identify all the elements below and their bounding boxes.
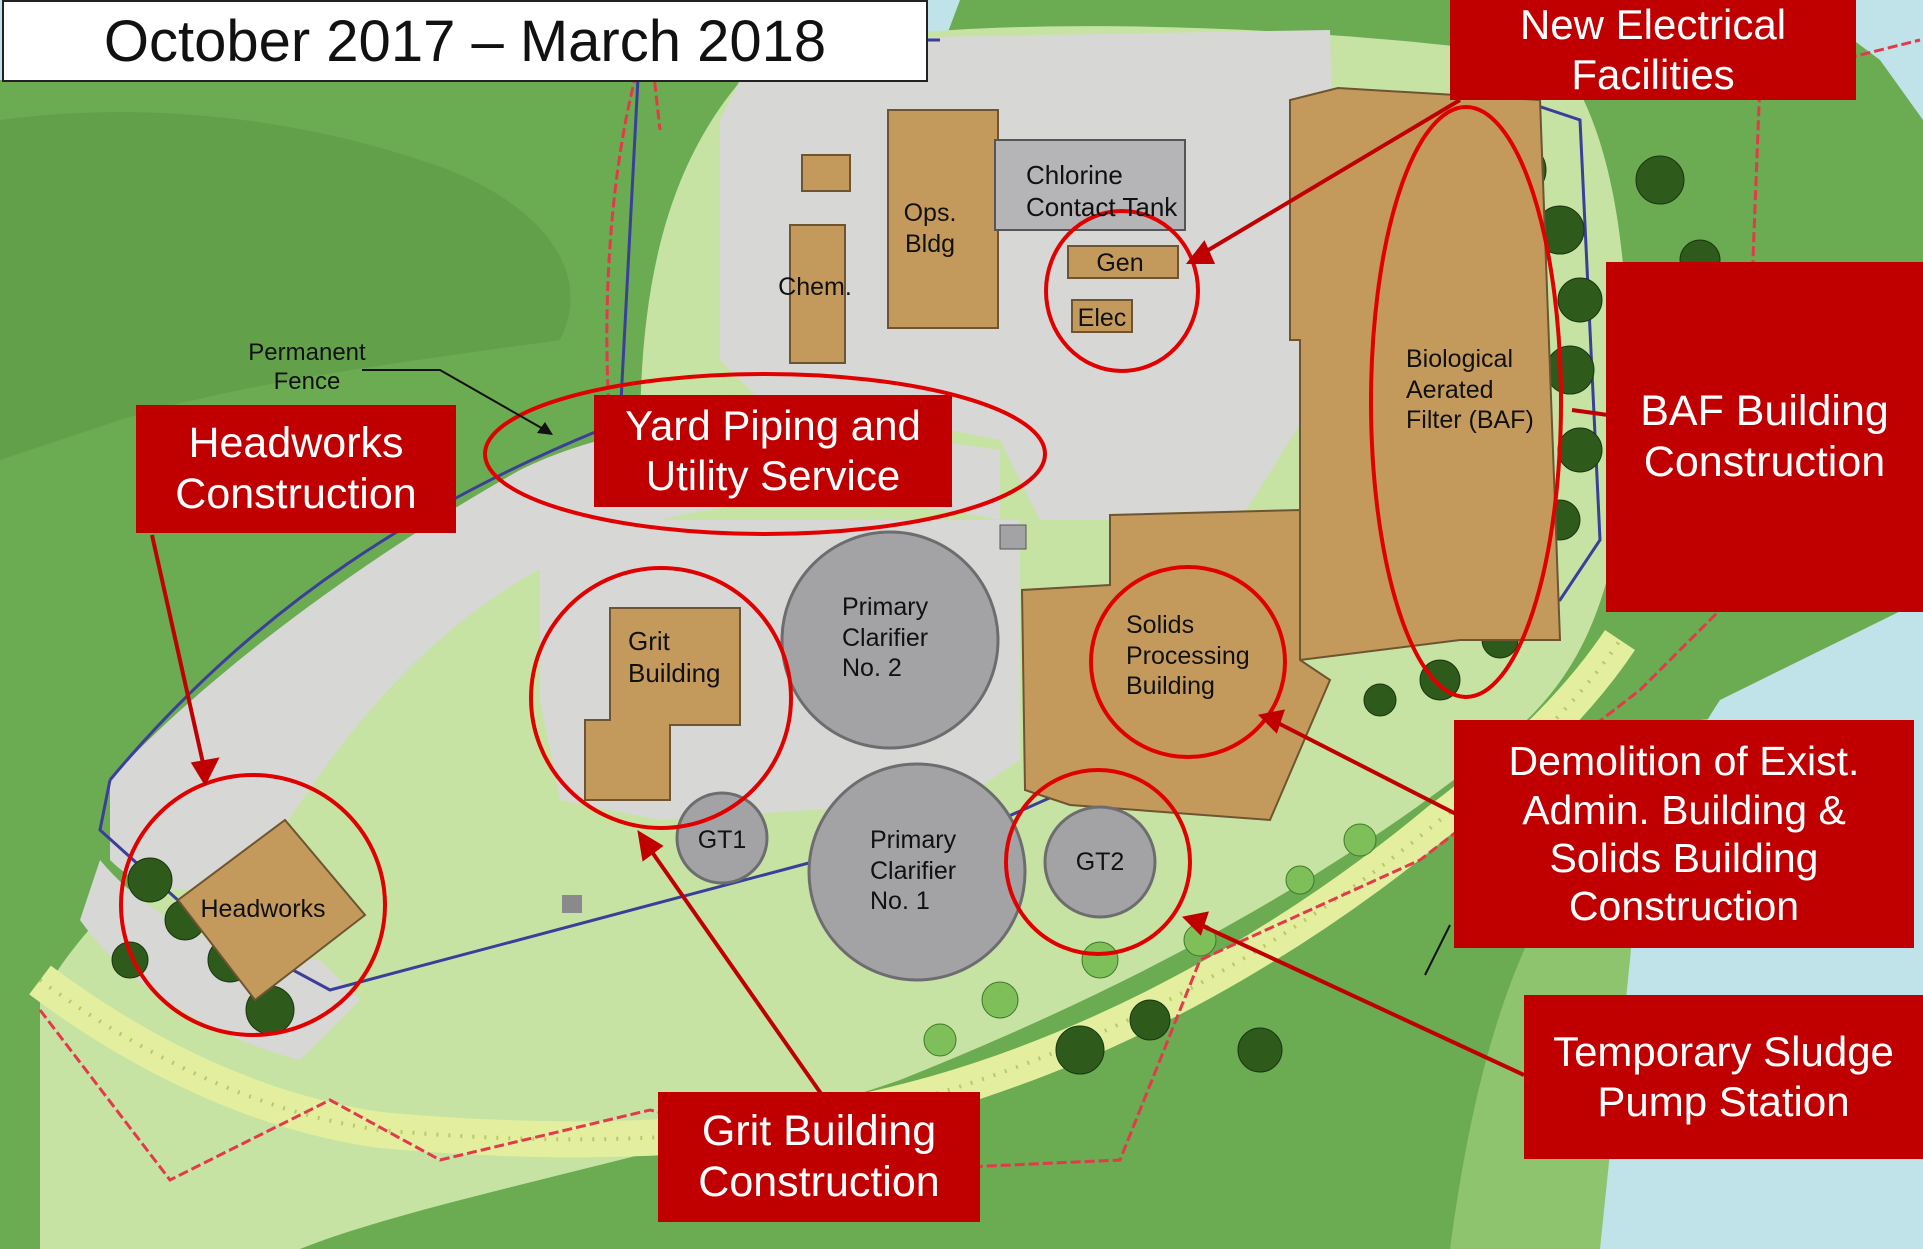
primary-clarifier-1 (807, 762, 1027, 982)
small-building (801, 154, 851, 192)
baf-arrow (1571, 408, 1609, 417)
chem-building-label: Chem. (778, 273, 852, 301)
headworks-label: Headworks (200, 895, 326, 923)
gen-label: Gen (1096, 249, 1144, 277)
grit-building-label: Grit Building (628, 626, 721, 688)
gravity-thickener-2 (1043, 805, 1157, 919)
callout-yard-piping-text: Yard Piping and Utility Service (625, 402, 921, 499)
grit-arrow (643, 840, 824, 1097)
gt2-arrow (1193, 920, 1525, 1077)
headworks-arrow (150, 534, 207, 773)
ops-building-label: Ops. Bldg (903, 199, 957, 258)
hill-shading (0, 112, 571, 460)
elec-label: Elec (1077, 304, 1127, 332)
electrical-building (1071, 299, 1133, 333)
chem-building (789, 224, 846, 364)
grit-circle (529, 566, 793, 830)
callout-headworks: Headworks Construction (136, 405, 456, 533)
gt2-label: GT2 (1075, 848, 1125, 876)
fence-pointer (362, 369, 546, 431)
primary-clarifier-2 (780, 530, 1000, 750)
baf-label: Biological Aerated Filter (BAF) (1406, 345, 1534, 434)
primary-clarifier-1-label: Primary Clarifier No. 1 (870, 826, 957, 915)
solids-arrow (1271, 718, 1459, 817)
callout-demolition-text: Demolition of Exist. Admin. Building & S… (1508, 738, 1860, 930)
ops-building (887, 109, 999, 329)
chlorine-contact-tank-label: Chlorine Contact Tank (1026, 160, 1178, 222)
callout-grit-text: Grit Building Construction (698, 1107, 940, 1206)
date-range-title: October 2017 – March 2018 (2, 0, 928, 82)
callout-demolition: Demolition of Exist. Admin. Building & S… (1454, 720, 1914, 948)
callout-temp-sludge: Temporary Sludge Pump Station (1524, 995, 1923, 1159)
gt2-circle (1004, 768, 1192, 956)
callout-yard-piping: Yard Piping and Utility Service (594, 395, 952, 507)
callout-new-electrical-text: New Electrical Facilities (1519, 1, 1787, 98)
callout-grit: Grit Building Construction (658, 1092, 980, 1222)
callout-baf: BAF Building Construction (1606, 262, 1923, 612)
solids-building (1020, 508, 1332, 822)
gt1-label: GT1 (697, 826, 747, 854)
headworks-building (176, 818, 367, 1002)
callout-headworks-text: Headworks Construction (175, 419, 417, 518)
yard-piping-ellipse (483, 372, 1047, 536)
electrical-circle (1044, 209, 1200, 373)
solids-circle (1089, 565, 1287, 759)
callout-baf-text: BAF Building Construction (1640, 387, 1889, 486)
grit-building (584, 607, 741, 801)
generator-building (1067, 245, 1179, 279)
chlorine-contact-tank (994, 139, 1186, 231)
gravity-thickener-1 (675, 791, 769, 885)
baf-ellipse (1369, 105, 1563, 699)
permanent-fence-label: Permanent Fence (232, 338, 382, 397)
electrical-arrow (1198, 98, 1462, 257)
headworks-circle (119, 773, 387, 1037)
permanent-fence-text: Permanent Fence (248, 339, 366, 396)
solids-building-label: Solids Processing Building (1126, 611, 1250, 700)
primary-clarifier-2-label: Primary Clarifier No. 2 (842, 593, 929, 682)
callout-new-electrical: New Electrical Facilities (1450, 0, 1856, 100)
callout-temp-sludge-text: Temporary Sludge Pump Station (1553, 1028, 1894, 1125)
